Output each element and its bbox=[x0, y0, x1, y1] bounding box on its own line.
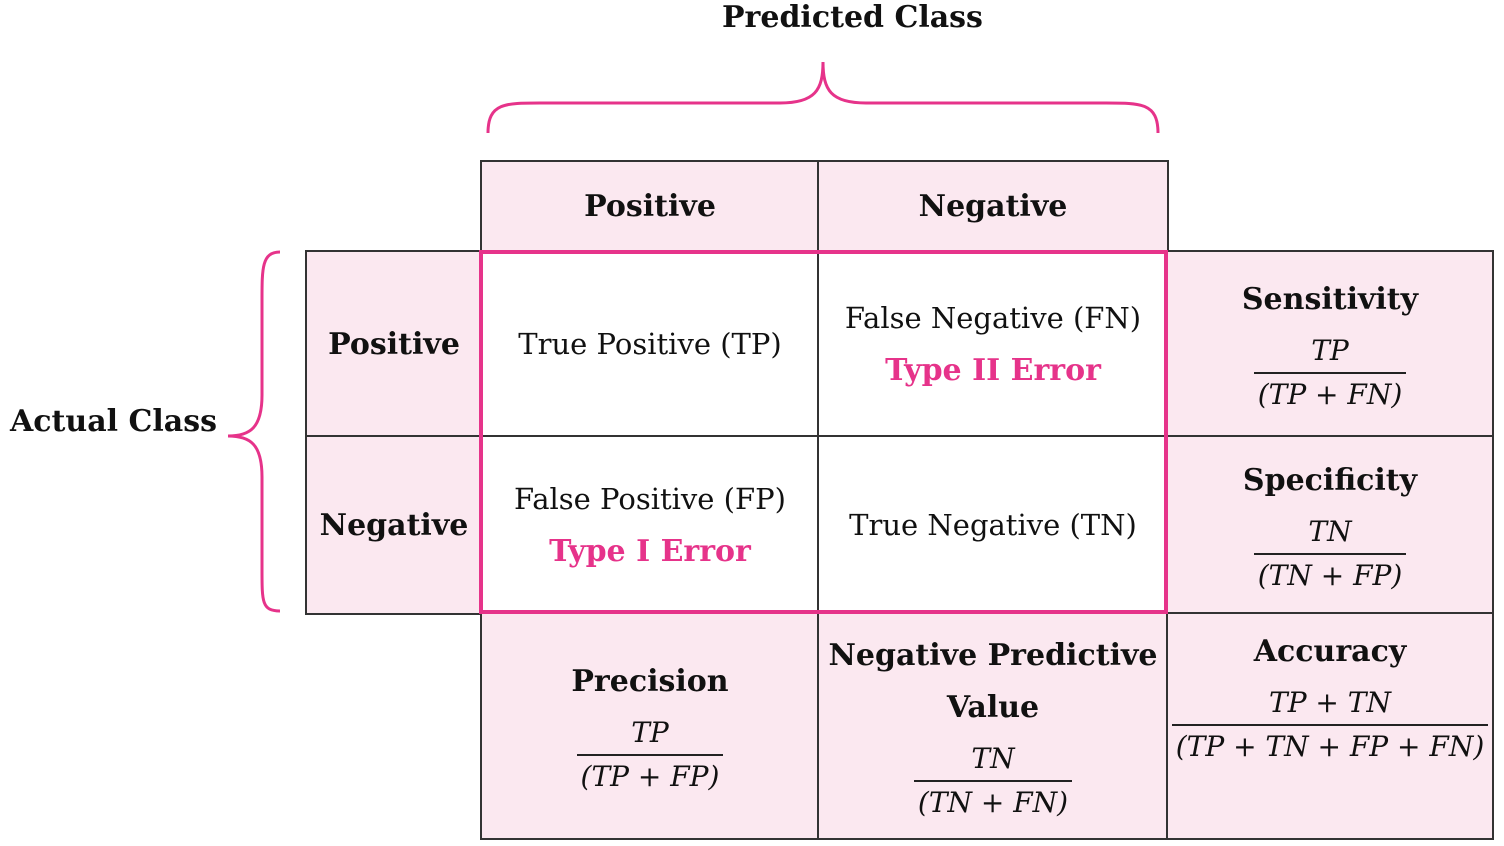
column-header-negative: Negative bbox=[817, 160, 1169, 253]
false-negative-cell: False Negative (FN) Type II Error bbox=[817, 250, 1169, 438]
true-negative-cell: True Negative (TN) bbox=[817, 435, 1169, 615]
npv-numerator: TN bbox=[971, 742, 1015, 775]
precision-cell: Precision TP (TP + FP) bbox=[480, 612, 820, 840]
npv-denominator: (TN + FN) bbox=[917, 786, 1069, 819]
precision-denominator: (TP + FP) bbox=[580, 760, 720, 793]
type-ii-error-label: Type II Error bbox=[885, 352, 1101, 388]
true-positive-cell: True Positive (TP) bbox=[480, 250, 820, 438]
sensitivity-numerator: TP bbox=[1311, 334, 1349, 367]
row-header-positive-label: Positive bbox=[328, 326, 460, 362]
sensitivity-title: Sensitivity bbox=[1241, 282, 1419, 317]
specificity-title: Specificity bbox=[1242, 463, 1418, 498]
specificity-numerator: TN bbox=[1308, 515, 1352, 548]
predicted-class-brace bbox=[486, 61, 1160, 134]
specificity-cell: Specificity TN (TN + FP) bbox=[1166, 435, 1494, 615]
actual-class-brace bbox=[227, 250, 281, 613]
predicted-class-label: Predicted Class bbox=[722, 0, 983, 35]
specificity-formula: TN (TN + FP) bbox=[1253, 513, 1407, 595]
npv-formula: TN (TN + FN) bbox=[913, 740, 1073, 822]
row-header-positive: Positive bbox=[305, 250, 483, 438]
precision-formula: TP (TP + FP) bbox=[576, 714, 724, 796]
false-positive-text: False Positive (FP) bbox=[514, 481, 786, 516]
fraction-bar bbox=[1253, 372, 1407, 374]
false-negative-text: False Negative (FN) bbox=[844, 300, 1142, 335]
fraction-bar bbox=[913, 780, 1073, 782]
accuracy-cell: Accuracy TP + TN (TP + TN + FP + FN) bbox=[1166, 612, 1494, 840]
specificity-denominator: (TN + FP) bbox=[1257, 559, 1403, 592]
accuracy-denominator: (TP + TN + FP + FN) bbox=[1175, 730, 1485, 763]
column-header-positive: Positive bbox=[480, 160, 820, 253]
fraction-bar bbox=[1253, 553, 1407, 555]
fraction-bar bbox=[576, 754, 724, 756]
true-negative-text: True Negative (TN) bbox=[849, 508, 1137, 542]
npv-title-line1: Negative Predictive bbox=[828, 638, 1158, 673]
accuracy-formula: TP + TN (TP + TN + FP + FN) bbox=[1171, 684, 1489, 766]
accuracy-title: Accuracy bbox=[1253, 634, 1407, 669]
row-header-negative-label: Negative bbox=[319, 507, 469, 543]
column-header-negative-label: Negative bbox=[918, 189, 1068, 224]
sensitivity-denominator: (TP + FN) bbox=[1257, 378, 1403, 411]
true-positive-text: True Positive (TP) bbox=[518, 327, 782, 361]
type-i-error-label: Type I Error bbox=[549, 533, 751, 569]
column-header-positive-label: Positive bbox=[584, 189, 716, 224]
npv-title-line2: Value bbox=[946, 690, 1040, 725]
accuracy-numerator: TP + TN bbox=[1269, 686, 1391, 719]
false-positive-cell: False Positive (FP) Type I Error bbox=[480, 435, 820, 615]
precision-numerator: TP bbox=[631, 716, 669, 749]
npv-cell: Negative Predictive Value TN (TN + FN) bbox=[817, 612, 1169, 840]
sensitivity-formula: TP (TP + FN) bbox=[1253, 332, 1407, 414]
sensitivity-cell: Sensitivity TP (TP + FN) bbox=[1166, 250, 1494, 438]
row-header-negative: Negative bbox=[305, 435, 483, 615]
fraction-bar bbox=[1171, 724, 1489, 726]
actual-class-label: Actual Class bbox=[10, 404, 217, 439]
precision-title: Precision bbox=[571, 664, 729, 699]
